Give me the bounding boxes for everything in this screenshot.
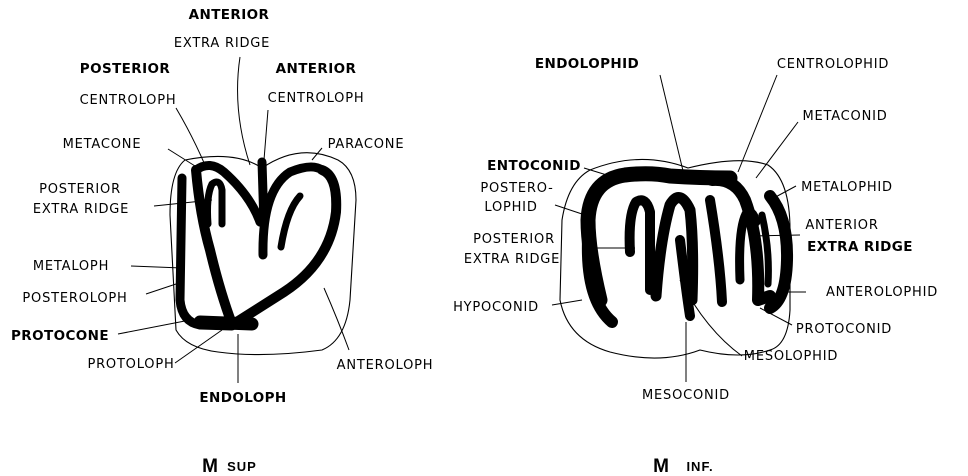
- label-mesolophid: MESOLOPHID: [744, 349, 838, 364]
- posterior-extra-ridge: [208, 182, 223, 224]
- label-posteroloph: POSTEROLOPH: [22, 291, 127, 306]
- label-anterior-extra-ridge-lower-line2: EXTRA RIDGE: [807, 239, 913, 255]
- leader-endolophid: [660, 75, 684, 175]
- caption-lower-molar-m: M: [653, 456, 669, 476]
- metaloph-ridge: [196, 170, 232, 324]
- label-centrolophid: CENTROLOPHID: [777, 57, 889, 72]
- anterior-extra-ridge: [281, 196, 300, 247]
- leader-metaconid: [756, 122, 798, 178]
- label-anterior-centroloph-line2: CENTROLOPH: [268, 91, 365, 106]
- label-anterior-centroloph-line1: ANTERIOR: [276, 61, 357, 77]
- label-posterior-extra-ridge-lower-line1: POSTERIOR: [473, 232, 555, 247]
- label-endolophid: ENDOLOPHID: [535, 56, 639, 72]
- leader-anterior-centroloph: [264, 110, 268, 160]
- label-protoloph: PROTOLOPH: [87, 357, 174, 372]
- label-anterior-extra-ridge-line2: EXTRA RIDGE: [174, 36, 270, 51]
- label-endoloph: ENDOLOPH: [199, 390, 286, 406]
- label-metaconid: METACONID: [802, 109, 887, 124]
- label-hypoconid: HYPOCONID: [453, 300, 539, 315]
- label-protocone: PROTOCONE: [11, 328, 109, 344]
- label-anterior-extra-ridge-lower-line1: ANTERIOR: [805, 218, 878, 233]
- label-anterior-extra-ridge-line1: ANTERIOR: [189, 7, 270, 23]
- label-metaloph: METALOPH: [33, 259, 109, 274]
- label-protoconid: PROTOCONID: [796, 322, 892, 337]
- caption-upper-molar-m: M: [202, 456, 218, 476]
- metaconid-ridge: [710, 200, 722, 302]
- leader-metaloph: [131, 266, 182, 268]
- leader-protoloph: [175, 330, 222, 363]
- leader-anterior-extra-ridge: [238, 57, 250, 165]
- label-posterior-extra-ridge-line1: POSTERIOR: [39, 182, 121, 197]
- label-metalophid: METALOPHID: [801, 180, 893, 195]
- leader-anteroloph: [324, 288, 349, 350]
- label-posterior-extra-ridge-lower-line2: EXTRA RIDGE: [464, 252, 560, 267]
- label-anterolophid: ANTEROLOPHID: [826, 285, 938, 300]
- upper-molar-diagram: ANTERIOR EXTRA RIDGE POSTERIOR CENTROLOP…: [11, 7, 433, 476]
- label-posterior-extra-ridge-line2: EXTRA RIDGE: [33, 202, 129, 217]
- label-posterolophid-line2: LOPHID: [484, 200, 537, 215]
- label-paracone: PARACONE: [328, 137, 405, 152]
- caption-upper-molar-sup: SUP: [227, 459, 257, 474]
- label-mesoconid: MESOCONID: [642, 388, 730, 403]
- leader-posteroloph: [146, 284, 176, 294]
- label-metacone: METACONE: [63, 137, 142, 152]
- leader-protocone: [118, 320, 190, 334]
- caption-lower-molar-inf: INF.: [686, 459, 713, 474]
- leader-hypoconid: [552, 300, 582, 305]
- label-posterolophid-line1: POSTERO-: [480, 181, 553, 196]
- label-posterior-centroloph-line2: CENTROLOPH: [80, 93, 177, 108]
- leader-posterolophid: [555, 205, 585, 215]
- lower-molar-diagram: ENDOLOPHID CENTROLOPHID METACONID ENTOCO…: [453, 56, 938, 476]
- label-anteroloph: ANTEROLOPH: [337, 358, 434, 373]
- endoloph-base: [200, 322, 252, 324]
- label-entoconid: ENTOCONID: [487, 158, 581, 174]
- leader-entoconid: [584, 168, 610, 176]
- posterior-extra-ridge-lower: [630, 200, 650, 290]
- anterior-centroloph-ridge: [262, 162, 264, 225]
- label-posterior-centroloph-line1: POSTERIOR: [80, 61, 171, 77]
